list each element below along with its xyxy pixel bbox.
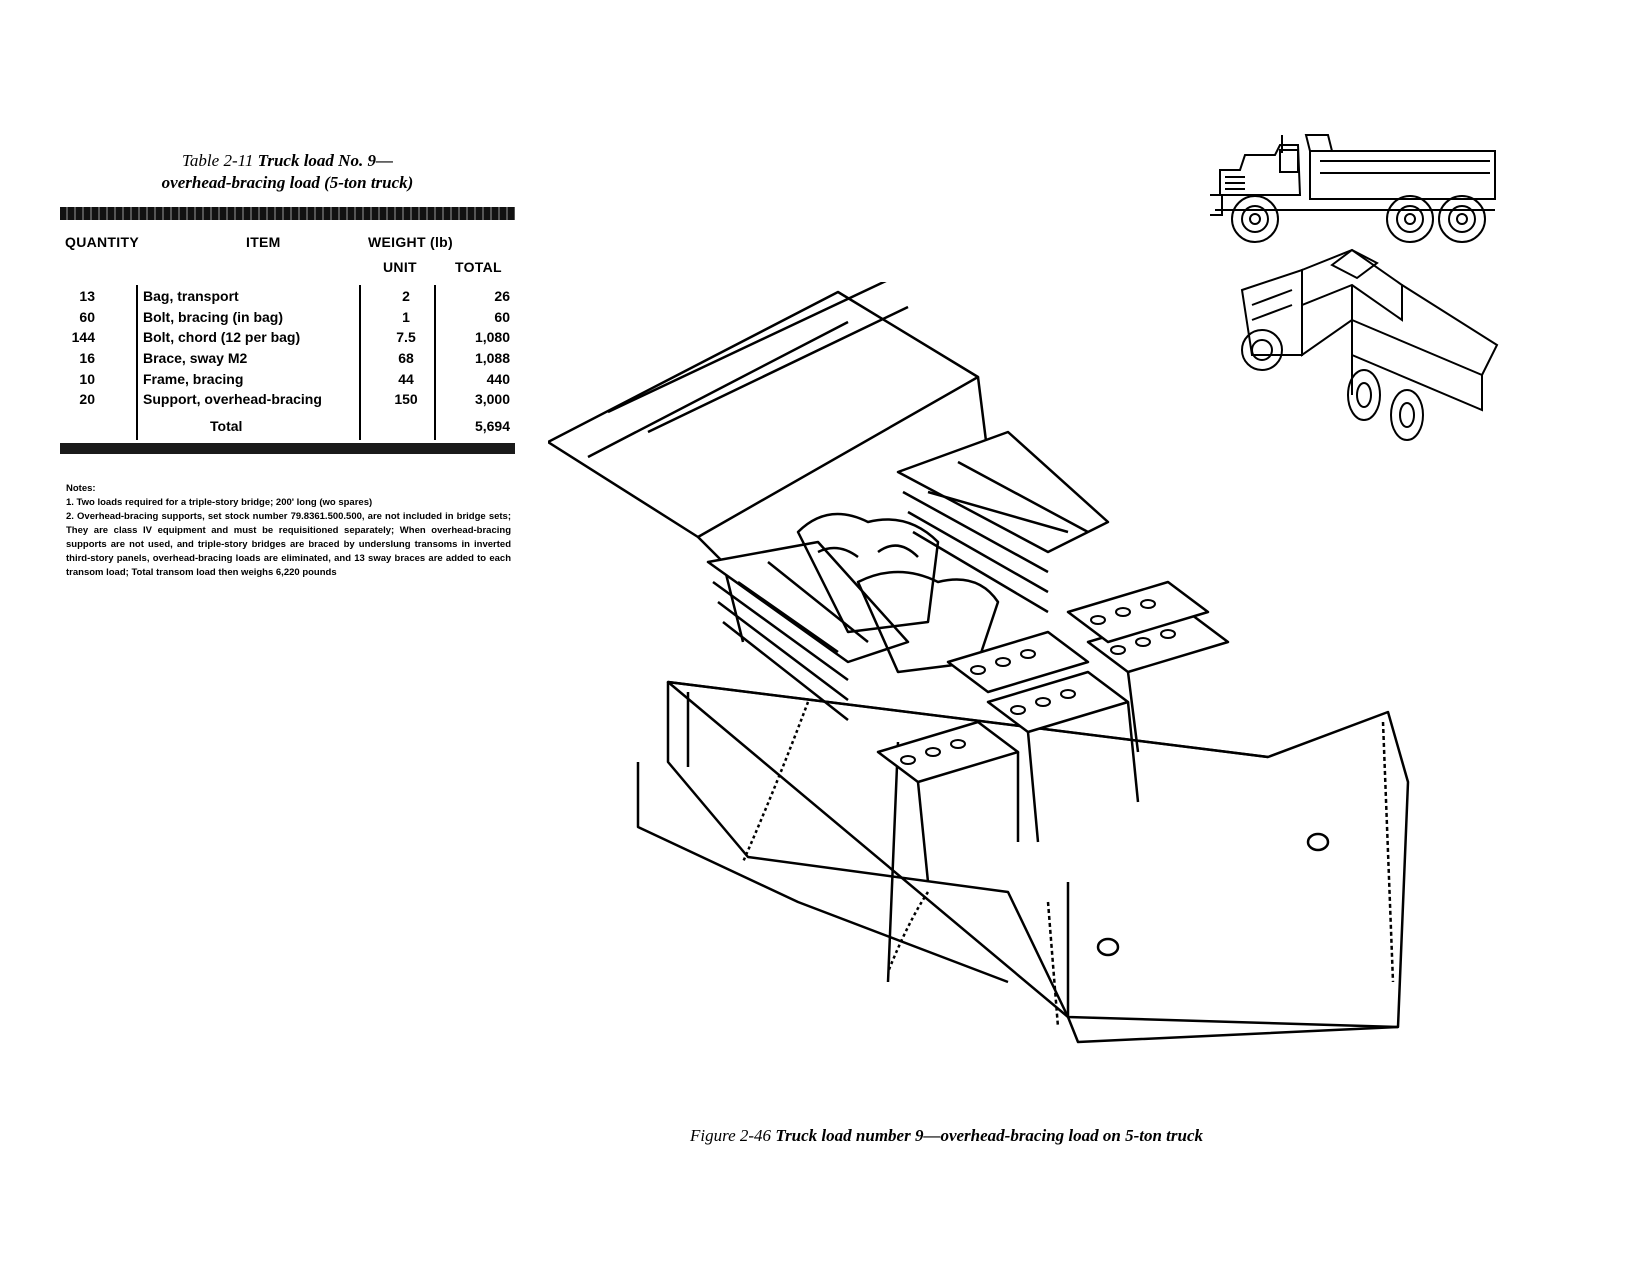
cell-unit: 68: [398, 350, 414, 367]
header-weight: WEIGHT (lb): [368, 234, 453, 250]
header-item: ITEM: [246, 234, 281, 250]
table-row: 144 Bolt, chord (12 per bag) 7.5 1,080: [60, 329, 515, 350]
figure-number: Figure 2-46: [690, 1126, 776, 1145]
column-divider: [434, 285, 436, 440]
table-row: 20 Support, overhead-bracing 150 3,000: [60, 391, 515, 412]
cell-unit: 1: [402, 308, 410, 325]
cell-item: Brace, sway M2: [143, 350, 248, 367]
cell-total: 26: [494, 288, 510, 304]
table-row: 16 Brace, sway M2 68 1,088: [60, 350, 515, 371]
cell-item: Frame, bracing: [143, 370, 244, 387]
cell-item: Bolt, chord (12 per bag): [143, 329, 301, 346]
cell-quantity: 60: [79, 308, 95, 325]
cell-quantity: 144: [71, 329, 95, 346]
table-row: 10 Frame, bracing 44 440: [60, 371, 515, 392]
table-title-line2: overhead-bracing load (5-ton truck): [161, 173, 414, 192]
figure-title: Truck load number 9—overhead-bracing loa…: [775, 1126, 1204, 1145]
table-title: Table 2-11 Truck load No. 9— overhead-br…: [60, 150, 515, 194]
header-unit: UNIT: [383, 259, 417, 275]
cell-unit: 44: [398, 370, 414, 387]
table-title-main: Truck load No. 9—: [257, 151, 393, 170]
truck-bed-load-illustration: [548, 282, 1410, 1044]
header-total: TOTAL: [455, 259, 502, 275]
table-row: 13 Bag, transport 2 26: [60, 288, 515, 309]
column-divider: [359, 285, 361, 440]
truck-side-view-illustration: [1210, 134, 1496, 243]
cell-quantity: 16: [79, 350, 95, 367]
table-body: 13 Bag, transport 2 26 60 Bolt, bracing …: [60, 288, 515, 412]
cell-unit: 2: [402, 288, 410, 304]
total-label: Total: [210, 418, 243, 434]
cell-unit: 7.5: [396, 329, 416, 346]
cell-item: Bag, transport: [143, 288, 239, 304]
note-item: 1. Two loads required for a triple-story…: [66, 497, 373, 508]
cell-item: Bolt, bracing (in bag): [143, 308, 283, 325]
notes-heading: Notes:: [66, 483, 96, 494]
table-notes: Notes: 1. Two loads required for a tripl…: [66, 482, 511, 580]
header-quantity: QUANTITY: [65, 234, 139, 250]
cell-total: 3,000: [474, 391, 510, 408]
cell-quantity: 10: [79, 370, 95, 387]
cell-total: 1,080: [474, 329, 510, 346]
column-divider: [136, 285, 138, 440]
table-row: 60 Bolt, bracing (in bag) 1 60: [60, 309, 515, 330]
table-top-rule: [60, 207, 515, 220]
cell-total: 440: [486, 370, 510, 387]
note-item: 2. Overhead-bracing supports, set stock …: [66, 511, 511, 578]
cell-total: 60: [494, 308, 510, 325]
truck-rear-view-illustration: [1240, 248, 1499, 441]
cell-unit: 150: [394, 391, 418, 408]
cell-quantity: 13: [79, 288, 95, 304]
cell-item: Support, overhead-bracing: [143, 391, 322, 408]
cell-quantity: 20: [79, 391, 95, 408]
table-number: Table 2-11: [182, 151, 258, 170]
total-value: 5,694: [474, 418, 510, 434]
cell-total: 1,088: [474, 350, 510, 367]
table-bottom-rule: [60, 443, 515, 454]
figure-caption: Figure 2-46 Truck load number 9—overhead…: [690, 1126, 1203, 1146]
